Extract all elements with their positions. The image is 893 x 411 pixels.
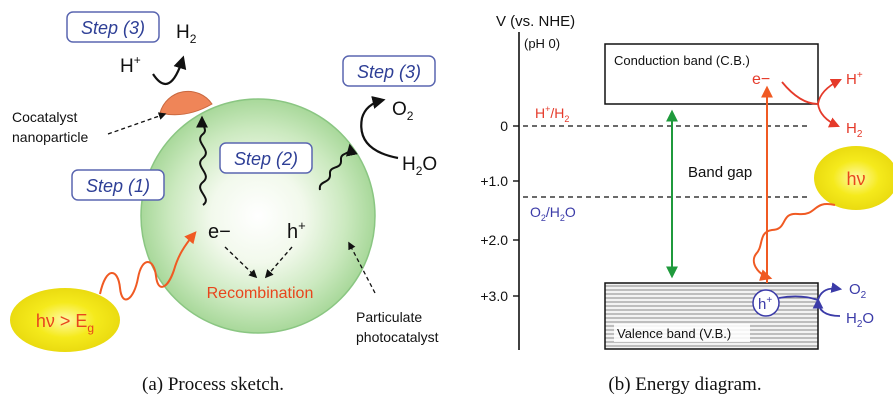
particulate-pointer [348,241,376,294]
step3-top-box [66,11,160,43]
h-plus-to-h2-arrow [152,55,187,86]
panel-a-process-sketch: Step (3) H2 H+ Cocatalyst nanoparticle S… [10,11,439,395]
tick-label: +2.0 [480,232,508,248]
hole-label: h+ [287,218,306,243]
photon-label-b: hν [846,169,865,189]
hole-migration-arrow [318,143,358,191]
electron-label: e− [208,221,231,243]
valence-band-label: Valence band (V.B.) [617,326,731,341]
cocatalyst-nanoparticle [159,90,213,116]
h-plus-label-b: H+ [846,70,863,88]
photon-glow-b [814,146,893,210]
tick-label: +3.0 [480,288,508,304]
hole-circle-b [752,289,780,317]
photon-energy-label: hν > Eg [36,311,94,335]
hole-label-b: h+ [758,295,772,313]
o2-label-b: O2 [849,281,867,301]
recombination-label: Recombination [207,285,314,302]
electron-to-recombination-arrow [224,246,258,279]
photon-absorption-arrow [99,231,197,301]
h-redox-label: H+/H2 [535,104,569,124]
photon-absorption-arrow-b [752,203,836,281]
cocatalyst-label-line2: nanoparticle [12,129,88,145]
axis-subtitle: (pH 0) [524,36,560,51]
caption-b: (b) Energy diagram. [608,374,761,395]
step3-right-label: Step (3) [357,62,421,82]
h2-top-label: H2 [176,22,197,46]
step3-right-box [342,55,436,87]
axis-title: V (vs. NHE) [496,13,575,30]
caption-a: (a) Process sketch. [142,374,284,395]
h-plus-top-label: H+ [120,53,141,77]
cocatalyst-pointer [107,112,167,135]
water-source-arrow [812,297,841,317]
h2o-to-o2-arrow [360,95,399,160]
h2-label-b: H2 [846,120,863,140]
o-redox-label: O2/H2O [530,204,576,223]
h2o-right-label: H2O [402,154,437,178]
step1-label: Step (1) [86,176,150,196]
particulate-label-line1: Particulate [356,309,422,325]
step2-box [219,142,313,174]
h2o-label-b: H2O [846,310,874,330]
step1-box [71,169,165,201]
tick-label: 0 [500,118,508,134]
step3-top-label: Step (3) [81,18,145,38]
h2-formation-arrow [817,103,840,128]
conduction-band [604,43,819,105]
o2-right-label: O2 [392,99,414,123]
panel-b-energy-diagram: V (vs. NHE) (pH 0) 0 +1.0 +2.0 +3.0 Cond… [480,13,893,395]
step2-label: Step (2) [234,149,298,169]
particulate-photocatalyst [140,98,376,334]
particulate-label-line2: photocatalyst [356,329,439,345]
photon-glow-a [10,288,120,352]
conduction-band-label: Conduction band (C.B.) [614,53,750,68]
electron-label-b: e− [752,71,770,88]
tick-label: +1.0 [480,173,508,189]
band-gap-label: Band gap [688,164,752,181]
valence-band-label-bg [614,324,750,342]
cocatalyst-label-line1: Cocatalyst [12,109,77,125]
electron-migration-arrow [196,115,209,206]
